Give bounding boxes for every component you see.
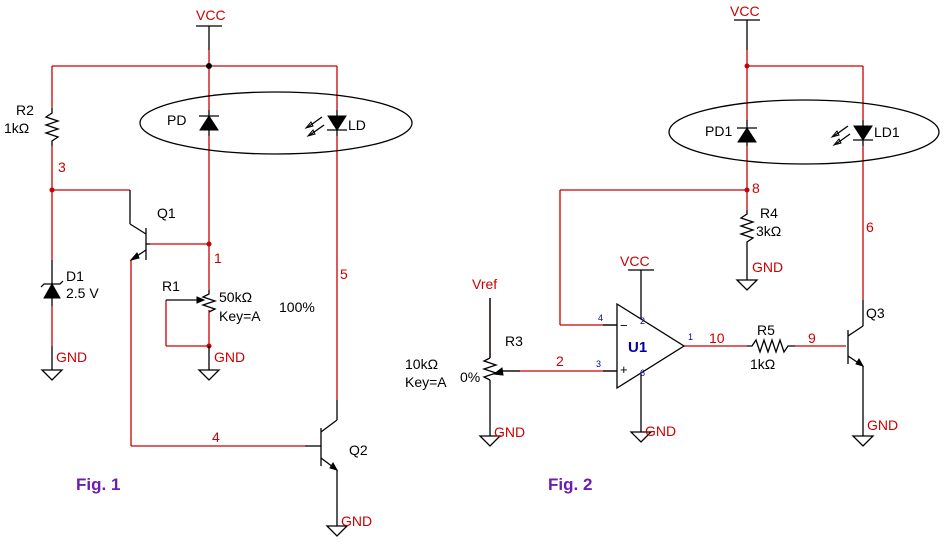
fig2-caption: Fig. 2	[548, 475, 592, 494]
fig1-gnd-symbol-q2	[325, 520, 349, 537]
fig2-net-10-label: 10	[709, 330, 725, 346]
fig2-circuit: − + VCC PD1 LD1 8 R4 3kΩ 6 GND VCC Vref …	[405, 3, 940, 494]
fig2-gnd-opamp-label: GND	[645, 423, 676, 439]
fig1-optocoupler-outline	[139, 91, 413, 155]
fig2-pd1-photodiode	[737, 120, 757, 146]
fig2-pin-6: 6	[640, 368, 645, 378]
fig1-d1-name: D1	[66, 268, 84, 284]
fig1-gnd-q2-label: GND	[341, 513, 372, 529]
fig2-net-9-label: 9	[808, 330, 816, 346]
fig2-u1-opamp: − +	[603, 269, 686, 443]
fig1-wires	[51, 50, 338, 447]
fig1-r2-name: R2	[16, 102, 34, 118]
fig2-r3-potentiometer	[478, 298, 520, 447]
fig2-gnd-q3-label: GND	[867, 417, 898, 433]
fig2-junctions	[744, 63, 750, 193]
fig2-r4-value: 3kΩ	[756, 223, 781, 239]
fig2-net-8-label: 8	[752, 180, 760, 196]
fig2-r5-name: R5	[757, 322, 775, 338]
fig2-pin-1: 1	[688, 332, 693, 342]
fig1-q2-transistor	[305, 400, 339, 520]
fig2-optocoupler-outline	[668, 99, 940, 165]
fig2-pin-3: 3	[596, 359, 601, 369]
fig2-gnd-r4-label: GND	[752, 259, 783, 275]
fig1-ld-emission-arrows-icon	[304, 116, 325, 137]
fig2-ld1-laser-diode	[830, 120, 873, 146]
svg-text:−: −	[620, 318, 628, 333]
fig2-pd1-name: PD1	[705, 123, 732, 139]
fig2-vcc-opamp-label: VCC	[620, 253, 650, 269]
fig1-r1-potentiometer	[166, 290, 218, 313]
fig2-r5-resistor	[747, 337, 795, 355]
fig2-gnd-r3-label: GND	[494, 424, 525, 440]
fig1-r2-resistor	[43, 108, 61, 146]
fig2-r3-key: Key=A	[405, 374, 447, 390]
fig1-gnd-d1-label: GND	[56, 349, 87, 365]
fig1-r1-setting: 100%	[279, 299, 315, 315]
fig2-ld1-name: LD1	[874, 124, 900, 140]
fig1-gnd-r1-label: GND	[214, 349, 245, 365]
fig1-r1-value: 50kΩ	[219, 289, 252, 305]
fig1-net-3-label: 3	[58, 159, 66, 175]
fig1-q1-name: Q1	[157, 205, 176, 221]
fig2-ld1-emission-arrows-icon	[830, 125, 851, 146]
fig1-r1-key: Key=A	[219, 308, 261, 324]
fig1-gnd-symbol-d1	[40, 346, 64, 381]
fig2-pin-2: 2	[640, 316, 645, 326]
fig1-q1-transistor	[129, 190, 150, 261]
fig1-net-4-label: 4	[212, 429, 220, 445]
fig2-r4-name: R4	[760, 205, 778, 221]
fig2-pin-4: 4	[598, 313, 603, 323]
fig2-vcc-symbol-top	[734, 19, 760, 50]
fig1-caption: Fig. 1	[76, 475, 120, 494]
fig2-q3-transistor	[847, 300, 875, 447]
fig2-net-2-label: 2	[556, 353, 564, 369]
fig2-r3-value: 10kΩ	[405, 356, 438, 372]
fig2-wires	[489, 50, 864, 372]
svg-text:+: +	[620, 362, 628, 377]
fig1-junctions	[49, 63, 212, 349]
fig1-r2-value: 1kΩ	[4, 120, 29, 136]
fig1-pd-photodiode	[199, 110, 219, 136]
fig1-pd-name: PD	[167, 112, 186, 128]
fig2-vcc-top-label: VCC	[730, 3, 760, 19]
fig2-r3-name: R3	[505, 333, 523, 349]
fig1-d1-value: 2.5 V	[66, 285, 99, 301]
fig1-vcc-symbol	[196, 25, 222, 50]
fig2-vref-label: Vref	[472, 276, 497, 292]
fig2-net-6-label: 6	[866, 219, 874, 235]
fig1-net-1-label: 1	[214, 250, 222, 266]
fig2-u1-name: U1	[628, 339, 647, 356]
fig1-d1-zener-diode	[40, 260, 64, 306]
fig1-ld-laser-diode	[304, 110, 347, 137]
fig1-r1-name: R1	[162, 278, 180, 294]
fig1-circuit: VCC R2 1kΩ 3 Q1 1 D1 2.5 V R1 50kΩ Key=A…	[4, 7, 413, 537]
fig1-q2-name: Q2	[349, 442, 368, 458]
fig1-gnd-symbol-r1	[197, 346, 221, 381]
fig1-ld-name: LD	[348, 117, 366, 133]
fig2-r5-value: 1kΩ	[750, 356, 775, 372]
fig1-net-5-label: 5	[340, 266, 348, 282]
fig2-r3-setting: 0%	[460, 369, 480, 385]
fig1-vcc-label: VCC	[196, 7, 226, 23]
fig2-r4-resistor	[735, 210, 759, 291]
fig2-q3-name: Q3	[866, 305, 885, 321]
